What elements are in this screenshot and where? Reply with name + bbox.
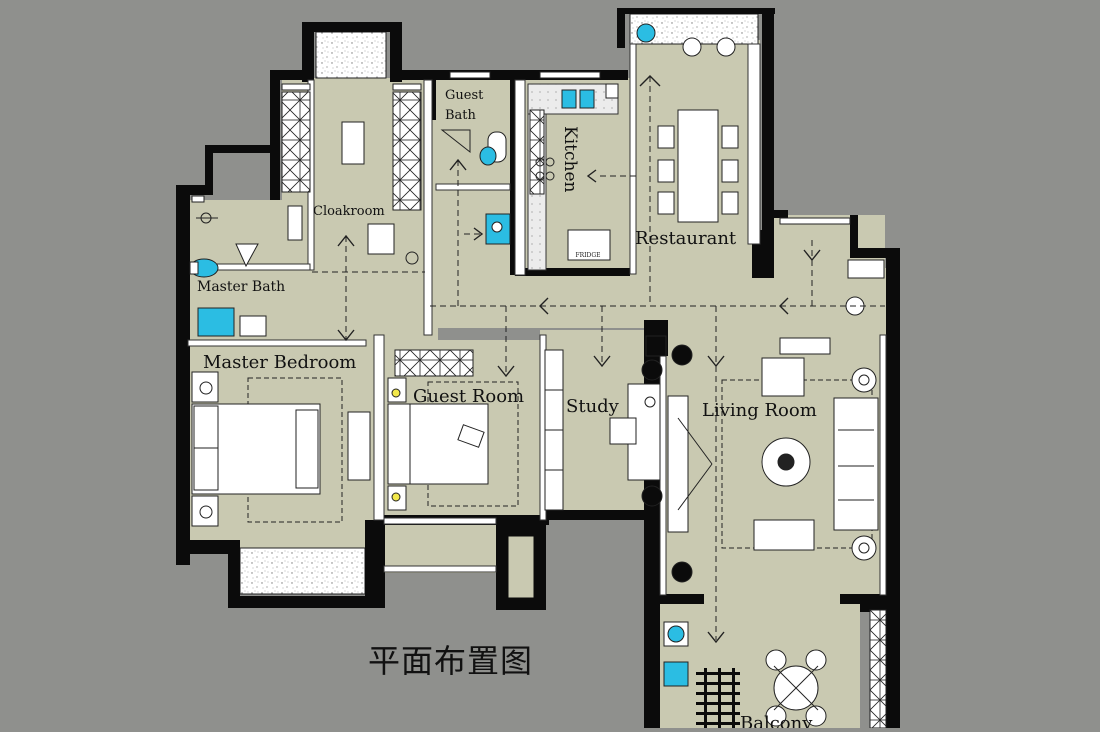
room-label-master-bedroom: Master Bedroom — [203, 352, 356, 373]
room-label-guest-bath-2: Bath — [445, 108, 477, 123]
master-bedroom-furniture — [191, 371, 371, 527]
windows — [191, 71, 851, 225]
room-label-guest-room: Guest Room — [413, 386, 524, 407]
living-room-furniture — [667, 296, 879, 561]
walls — [176, 8, 900, 728]
cloakroom-furniture — [341, 121, 419, 265]
study-furniture — [609, 335, 693, 583]
plan-title: 平面布置图 — [368, 642, 534, 680]
closets — [281, 91, 887, 729]
fridge-label: FRIDGE — [575, 252, 600, 259]
room-label-guest-bath-1: Guest — [445, 88, 484, 103]
guest-room-furniture — [387, 377, 519, 511]
arrow-heads — [337, 75, 821, 644]
room-label-balcony: Balcony — [740, 713, 813, 728]
room-label-cloakroom: Cloakroom — [313, 204, 385, 219]
balcony-furniture — [663, 621, 827, 728]
dining-table — [636, 23, 739, 223]
master-bath-fixtures — [189, 205, 303, 337]
thin-walls — [187, 43, 887, 596]
room-labels: Guest Bath Kitchen Restaurant Cloakroom … — [197, 88, 817, 732]
room-label-kitchen: Kitchen — [560, 126, 580, 192]
guest-bath-fixtures — [440, 129, 511, 245]
room-label-living-room: Living Room — [702, 400, 817, 421]
kitchen-area: FRIDGE — [527, 83, 619, 271]
room-label-master-bath: Master Bath — [197, 279, 285, 295]
room-label-study: Study — [566, 396, 620, 417]
room-label-restaurant: Restaurant — [635, 228, 737, 249]
circulation-arrows — [312, 76, 885, 640]
